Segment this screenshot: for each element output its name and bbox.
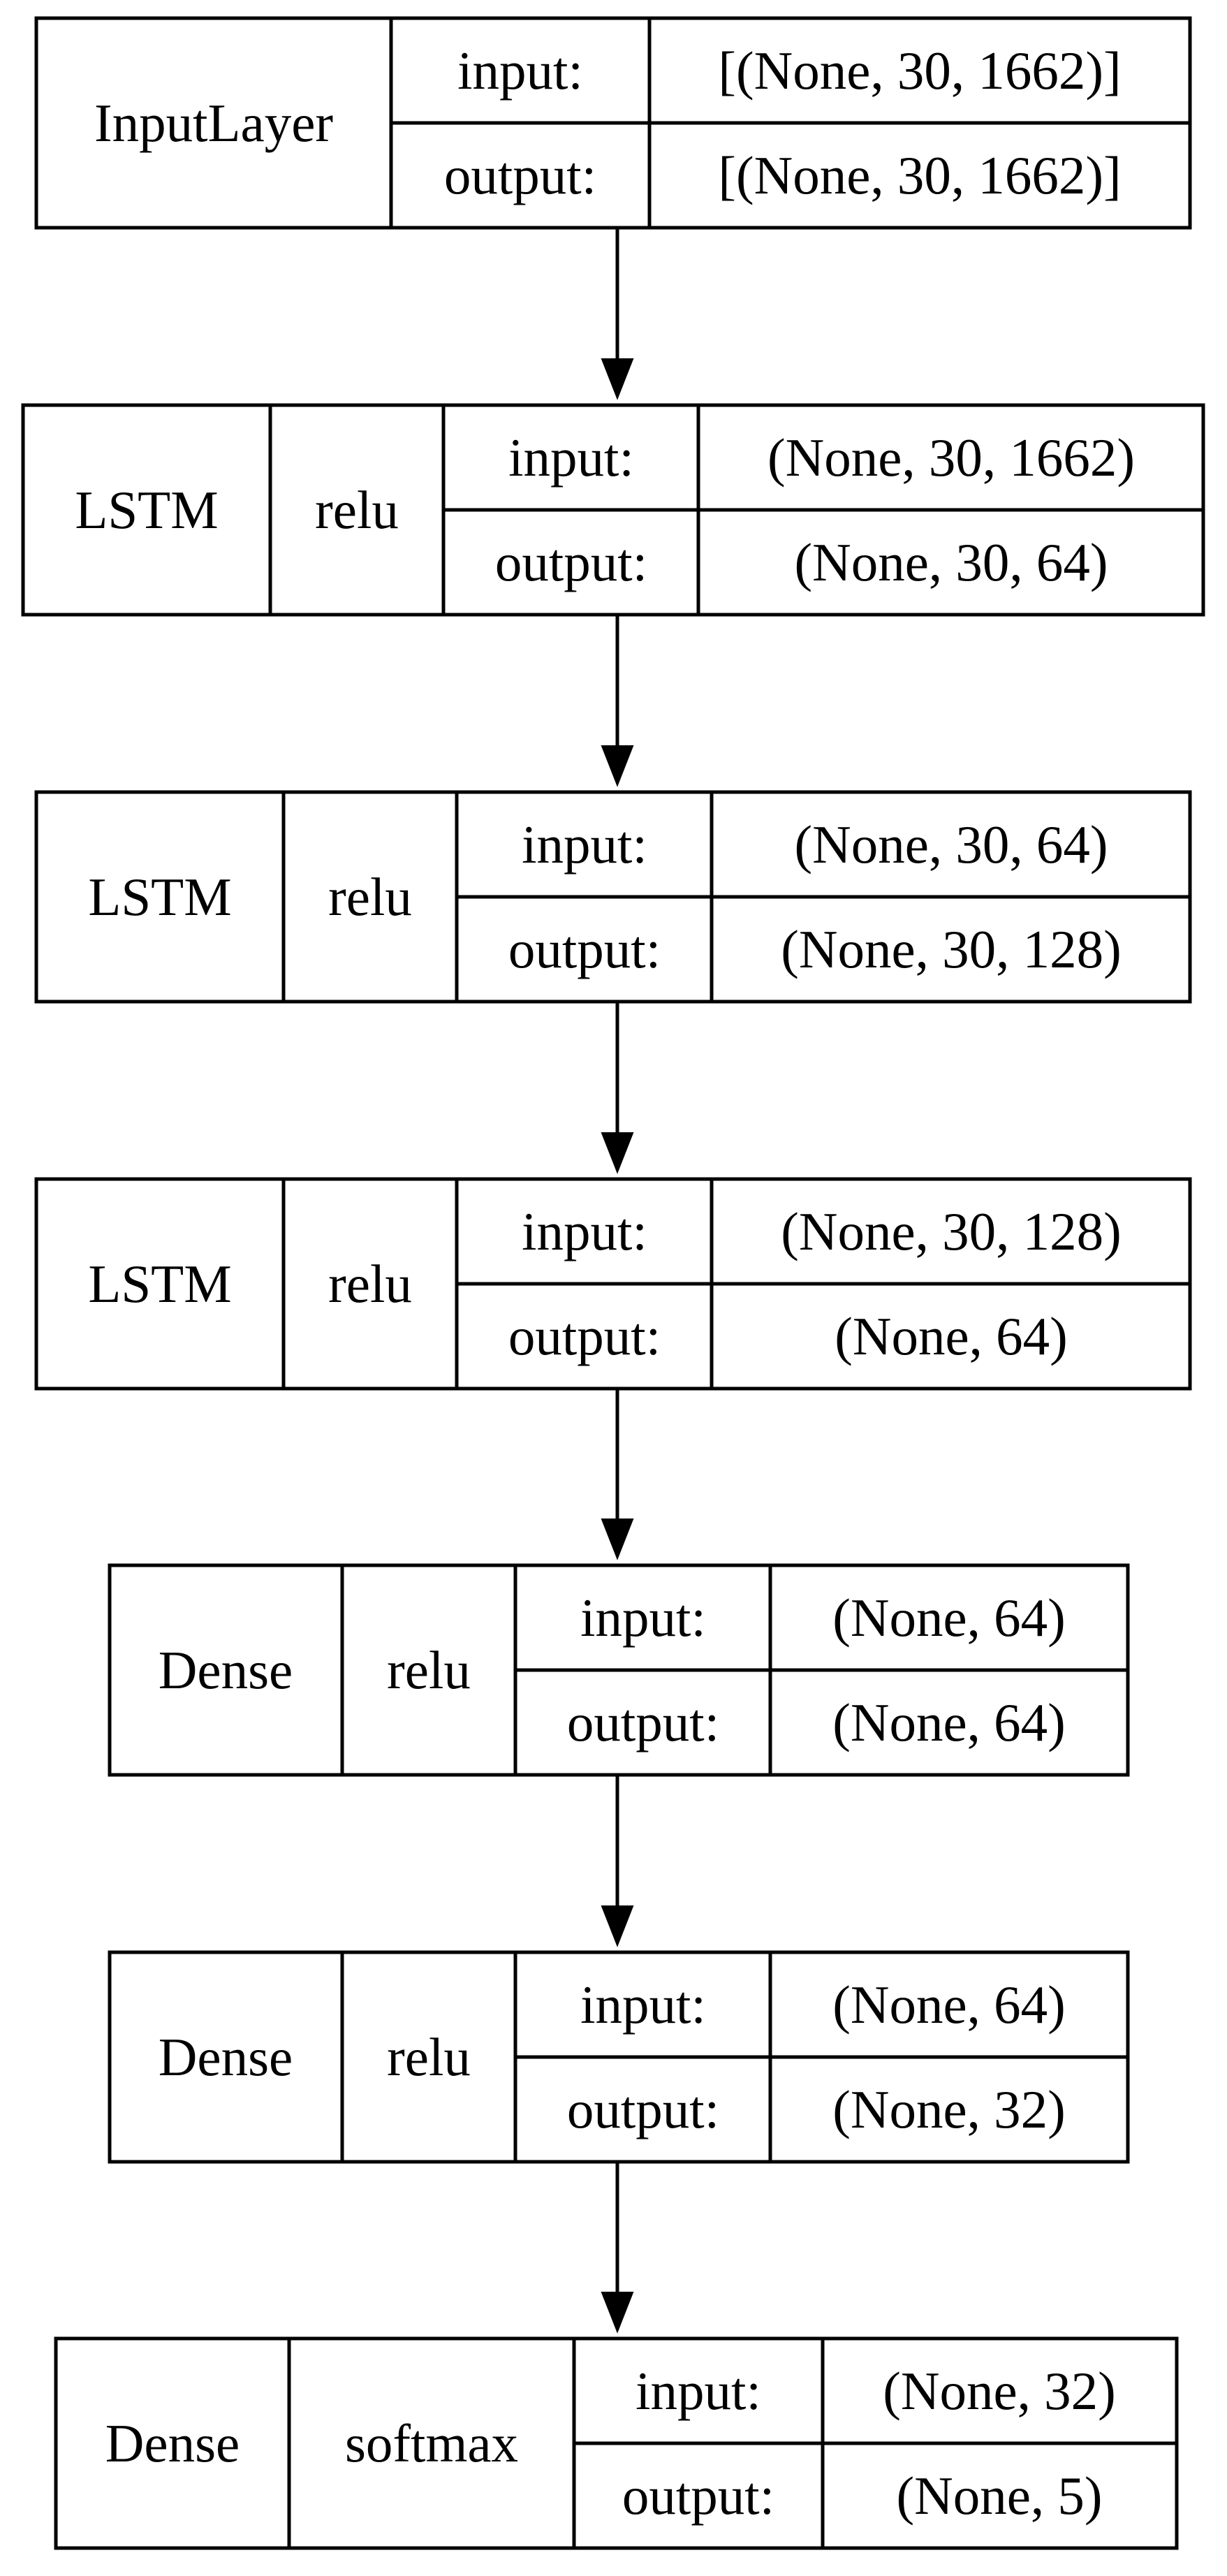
output-shape: (None, 64) xyxy=(835,1306,1068,1366)
input-shape: (None, 30, 64) xyxy=(794,814,1108,874)
input-label: input: xyxy=(580,1975,706,2035)
input-shape: (None, 64) xyxy=(832,1588,1066,1648)
output-shape: (None, 32) xyxy=(832,2079,1066,2139)
output-label: output: xyxy=(567,1692,719,1752)
edge-arrow xyxy=(601,1775,634,1947)
input-label: input: xyxy=(457,41,583,101)
output-shape: (None, 30, 128) xyxy=(781,919,1122,979)
layer-box-dense-1: Dense relu input: output: (None, 64) (No… xyxy=(108,1563,1130,1777)
output-shape: (None, 30, 64) xyxy=(794,532,1108,592)
layer-box-inputlayer: InputLayer input: output: [(None, 30, 16… xyxy=(34,16,1192,230)
input-shape: (None, 32) xyxy=(883,2361,1116,2421)
input-shape: [(None, 30, 1662)] xyxy=(718,41,1121,101)
input-label: input: xyxy=(580,1588,706,1648)
layer-name: InputLayer xyxy=(94,93,333,153)
edge-arrow xyxy=(601,228,634,400)
edge-arrow xyxy=(601,1389,634,1560)
output-label: output: xyxy=(495,532,647,592)
layer-activation: softmax xyxy=(345,2413,518,2473)
layer-box-lstm-2: LSTM relu input: output: (None, 30, 64) … xyxy=(34,790,1192,1004)
layer-name: Dense xyxy=(159,2027,293,2087)
output-label: output: xyxy=(444,145,596,205)
layer-box-dense-3: Dense softmax input: output: (None, 32) … xyxy=(54,2336,1179,2550)
output-shape: [(None, 30, 1662)] xyxy=(718,145,1121,205)
output-label: output: xyxy=(508,919,661,979)
layer-activation: relu xyxy=(328,867,412,927)
output-label: output: xyxy=(508,1306,661,1366)
layer-activation: relu xyxy=(328,1254,412,1314)
input-label: input: xyxy=(522,814,647,874)
layer-box-lstm-1: LSTM relu input: output: (None, 30, 1662… xyxy=(21,403,1205,617)
output-label: output: xyxy=(622,2466,774,2526)
layer-box-lstm-3: LSTM relu input: output: (None, 30, 128)… xyxy=(34,1177,1192,1391)
output-shape: (None, 64) xyxy=(832,1692,1066,1752)
input-shape: (None, 30, 1662) xyxy=(767,427,1135,488)
input-label: input: xyxy=(635,2361,761,2421)
edge-arrow xyxy=(601,615,634,787)
layer-activation: relu xyxy=(387,1640,471,1700)
layer-name: LSTM xyxy=(88,1254,231,1314)
output-label: output: xyxy=(567,2079,719,2139)
input-shape: (None, 30, 128) xyxy=(781,1201,1122,1261)
output-shape: (None, 5) xyxy=(896,2466,1102,2526)
input-label: input: xyxy=(522,1201,647,1261)
input-label: input: xyxy=(508,427,634,488)
edge-arrow xyxy=(601,2162,634,2334)
layer-name: LSTM xyxy=(88,867,231,927)
layer-name: LSTM xyxy=(75,480,218,540)
layer-name: Dense xyxy=(159,1640,293,1700)
layer-activation: relu xyxy=(315,480,399,540)
layer-box-dense-2: Dense relu input: output: (None, 64) (No… xyxy=(108,1950,1130,2164)
layer-name: Dense xyxy=(105,2413,240,2473)
layer-activation: relu xyxy=(387,2027,471,2087)
edge-arrow xyxy=(601,1002,634,1174)
input-shape: (None, 64) xyxy=(832,1975,1066,2035)
